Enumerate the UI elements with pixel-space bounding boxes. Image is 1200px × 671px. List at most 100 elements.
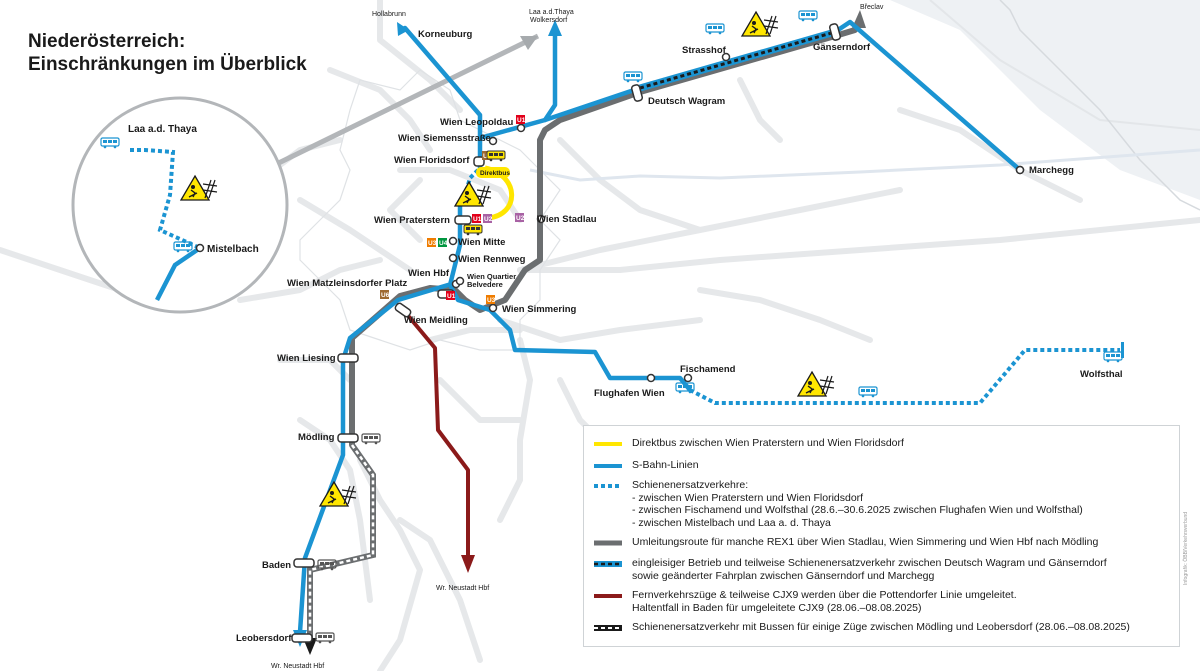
legend-swatch-blue-dotted bbox=[594, 484, 622, 488]
direktbus-tag: Direktbus bbox=[480, 170, 510, 177]
label-strasshof: Strasshof bbox=[682, 45, 727, 56]
label-siemensstrasse: Wien Siemensstraße bbox=[398, 133, 491, 144]
diversion-arrow bbox=[852, 10, 866, 28]
sbahn-arrows bbox=[293, 20, 562, 647]
badge-u2-stadlau: U2 bbox=[516, 215, 525, 222]
badge-u1-hbf: U1 bbox=[447, 293, 456, 300]
bus-icon bbox=[705, 23, 725, 35]
label-baden: Baden bbox=[262, 560, 291, 571]
legend-item-sev: Schienenersatzverkehre: - zwischen Wien … bbox=[594, 479, 1173, 529]
label-flughafen: Flughafen Wien bbox=[594, 388, 665, 399]
construction-icon bbox=[453, 180, 492, 207]
label-liesing: Wien Liesing bbox=[277, 353, 336, 364]
legend-text: Schienenersatzverkehr mit Bussen für ein… bbox=[632, 621, 1130, 633]
bus-icon bbox=[798, 10, 818, 22]
legend-item-longdistance: Fernverkehrszüge & teilweise CJX9 werden… bbox=[594, 589, 1173, 614]
legend-text: Schienenersatzverkehre: bbox=[632, 479, 749, 491]
legend-text: Haltentfall in Baden für umgeleitete CJX… bbox=[632, 601, 922, 614]
inset-arrow-head bbox=[520, 36, 538, 50]
bus-icon bbox=[623, 71, 643, 83]
label-wolfsthal: Wolfsthal bbox=[1080, 369, 1123, 380]
label-mitte: Wien Mitte bbox=[458, 237, 505, 248]
bus-icon bbox=[858, 386, 878, 398]
map-title: Niederösterreich: Einschränkungen im Übe… bbox=[28, 30, 307, 76]
title-line-2: Einschränkungen im Überblick bbox=[28, 54, 307, 75]
single-track-section bbox=[639, 28, 836, 92]
legend-swatch-blue bbox=[594, 464, 622, 468]
label-gaenserndorf: Gänserndorf bbox=[813, 42, 871, 53]
credit: Infografik: ÖBB/Verkehrsverbund bbox=[1183, 511, 1189, 585]
label-laa-1: Laa a.d.Thaya bbox=[529, 9, 574, 16]
label-neustadt-red: Wr. Neustadt Hbf bbox=[436, 585, 489, 592]
label-meidling: Wien Meidling bbox=[404, 315, 468, 326]
inset-pointer bbox=[246, 33, 540, 181]
bus-icon bbox=[100, 137, 120, 149]
badge-u3-simmering: U3 bbox=[487, 297, 496, 304]
inset-label-laa: Laa a.d. Thaya bbox=[128, 124, 197, 135]
bus-icon bbox=[315, 632, 335, 644]
legend-item-diversion: Umleitungsroute für manche REX1 über Wie… bbox=[594, 536, 1173, 549]
label-floridsdorf: Wien Floridsdorf bbox=[394, 155, 470, 166]
label-simmering: Wien Simmering bbox=[502, 304, 577, 315]
legend-text: eingleisiger Betrieb und teilweise Schie… bbox=[632, 557, 1107, 569]
legend-text: - zwischen Fischamend und Wolfsthal (28.… bbox=[632, 504, 1083, 516]
label-moedling: Mödling bbox=[298, 432, 335, 443]
legend-item-moedling-sev: Schienenersatzverkehr mit Bussen für ein… bbox=[594, 621, 1173, 634]
legend-item-direktbus: Direktbus zwischen Wien Praterstern und … bbox=[594, 437, 1173, 450]
label-matzleinsdorf: Wien Matzleinsdorfer Platz bbox=[287, 278, 408, 289]
title-line-1: Niederösterreich: bbox=[28, 31, 186, 52]
wolfsthal-end-cap bbox=[1121, 342, 1124, 358]
bus-icon bbox=[463, 224, 483, 236]
label-rennweg: Wien Rennweg bbox=[458, 254, 526, 265]
legend-swatch-yellow bbox=[594, 442, 622, 446]
label-wolkersdorf: Wolkersdorf bbox=[530, 17, 567, 24]
label-marchegg: Marchegg bbox=[1029, 165, 1074, 176]
bus-icons bbox=[315, 10, 1123, 644]
badge-u3-mitte: U3 bbox=[428, 240, 437, 247]
legend-text: sowie geänderter Fahrplan zwischen Gänse… bbox=[632, 569, 935, 582]
label-leopoldau: Wien Leopoldau bbox=[440, 117, 513, 128]
legend-text: Umleitungsroute für manche REX1 über Wie… bbox=[632, 536, 1099, 548]
bus-icon bbox=[675, 382, 695, 394]
label-stadlau: Wien Stadlau bbox=[537, 214, 597, 225]
construction-icon bbox=[179, 174, 218, 201]
bus-icon bbox=[173, 241, 193, 253]
construction-icons bbox=[318, 10, 835, 507]
legend-item-single-track: eingleisiger Betrieb und teilweise Schie… bbox=[594, 557, 1173, 582]
legend-text: Direktbus zwischen Wien Praterstern und … bbox=[632, 437, 904, 449]
bus-icon bbox=[361, 433, 381, 445]
badge-u6-meidling: U6 bbox=[381, 292, 390, 299]
label-breclav: Břeclav bbox=[860, 4, 884, 11]
construction-icon bbox=[796, 370, 835, 397]
label-quartier-1: Wien Quartier bbox=[467, 272, 516, 281]
rail-replacement-dotted bbox=[460, 168, 1120, 405]
station-capsules bbox=[291, 23, 842, 643]
legend-text: - zwischen Wien Praterstern und Wien Flo… bbox=[632, 491, 864, 504]
label-fischamend: Fischamend bbox=[680, 364, 736, 375]
inset-label-mistelbach: Mistelbach bbox=[207, 244, 259, 255]
label-quartier-2: Belvedere bbox=[467, 280, 503, 289]
station-markers bbox=[448, 52, 1025, 383]
label-leobersdorf: Leobersdorf bbox=[236, 633, 292, 644]
legend-text: Fernverkehrszüge & teilweise CJX9 werden… bbox=[632, 589, 1017, 601]
badge-u1-praterstern: U1 bbox=[473, 216, 482, 223]
legend-swatch-red bbox=[594, 594, 622, 598]
label-deutsch-wagram: Deutsch Wagram bbox=[648, 96, 725, 107]
legend-swatch-blue-black bbox=[594, 561, 622, 567]
label-korneuburg: Korneuburg bbox=[418, 29, 473, 40]
label-hbf: Wien Hbf bbox=[408, 268, 450, 279]
long-distance-diversion bbox=[403, 310, 475, 573]
label-hollabrunn: Hollabrunn bbox=[372, 11, 406, 18]
construction-icon bbox=[318, 480, 357, 507]
legend: Direktbus zwischen Wien Praterstern und … bbox=[583, 425, 1180, 647]
legend-item-sbahn: S-Bahn-Linien bbox=[594, 459, 1173, 472]
inset-map: Laa a.d. Thaya Mistelbach bbox=[71, 96, 289, 320]
legend-swatch-grey bbox=[594, 540, 622, 546]
construction-icon bbox=[740, 10, 779, 37]
label-praterstern: Wien Praterstern bbox=[374, 215, 450, 226]
bus-icon bbox=[317, 559, 337, 571]
direktbus-label: Direktbus bbox=[476, 167, 510, 178]
legend-text: - zwischen Mistelbach und Laa a. d. Thay… bbox=[632, 516, 831, 529]
